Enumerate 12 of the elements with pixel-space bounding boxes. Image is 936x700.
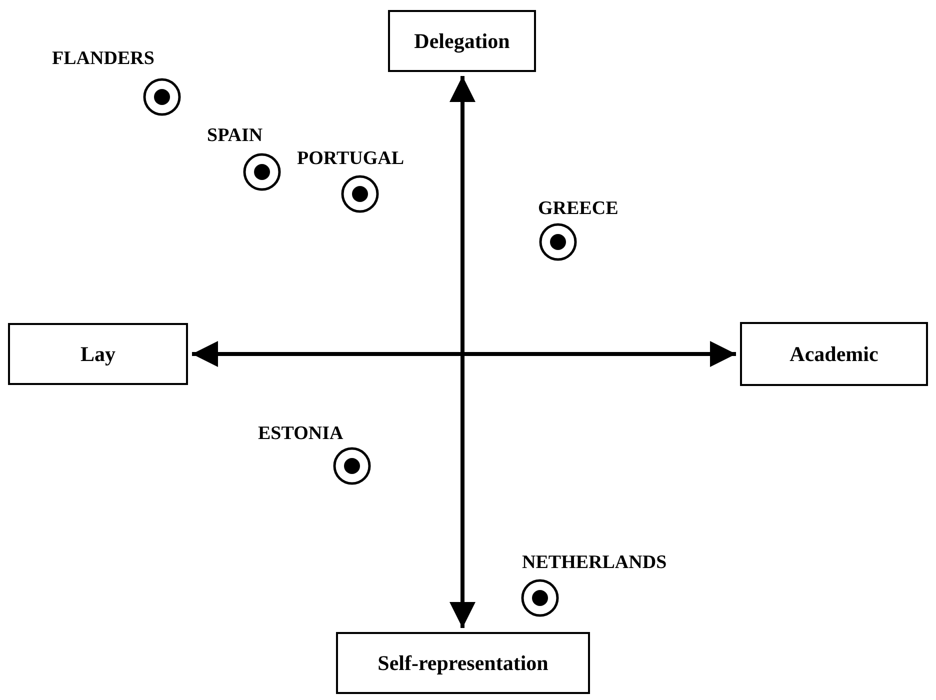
axis-label-box: Lay — [8, 323, 188, 385]
country-label: PORTUGAL — [297, 148, 404, 170]
axis-arrow — [192, 341, 736, 367]
axis-arrow — [450, 76, 476, 628]
country-label: NETHERLANDS — [522, 552, 667, 574]
country-label: ESTONIA — [258, 423, 344, 445]
axis-label-box: Delegation — [388, 10, 536, 72]
axis-label-box: Self-representation — [336, 632, 590, 694]
country-label: SPAIN — [207, 125, 263, 147]
axis-label-box: Academic — [740, 322, 928, 386]
country-label: GREECE — [538, 198, 618, 220]
country-label: FLANDERS — [52, 48, 154, 70]
